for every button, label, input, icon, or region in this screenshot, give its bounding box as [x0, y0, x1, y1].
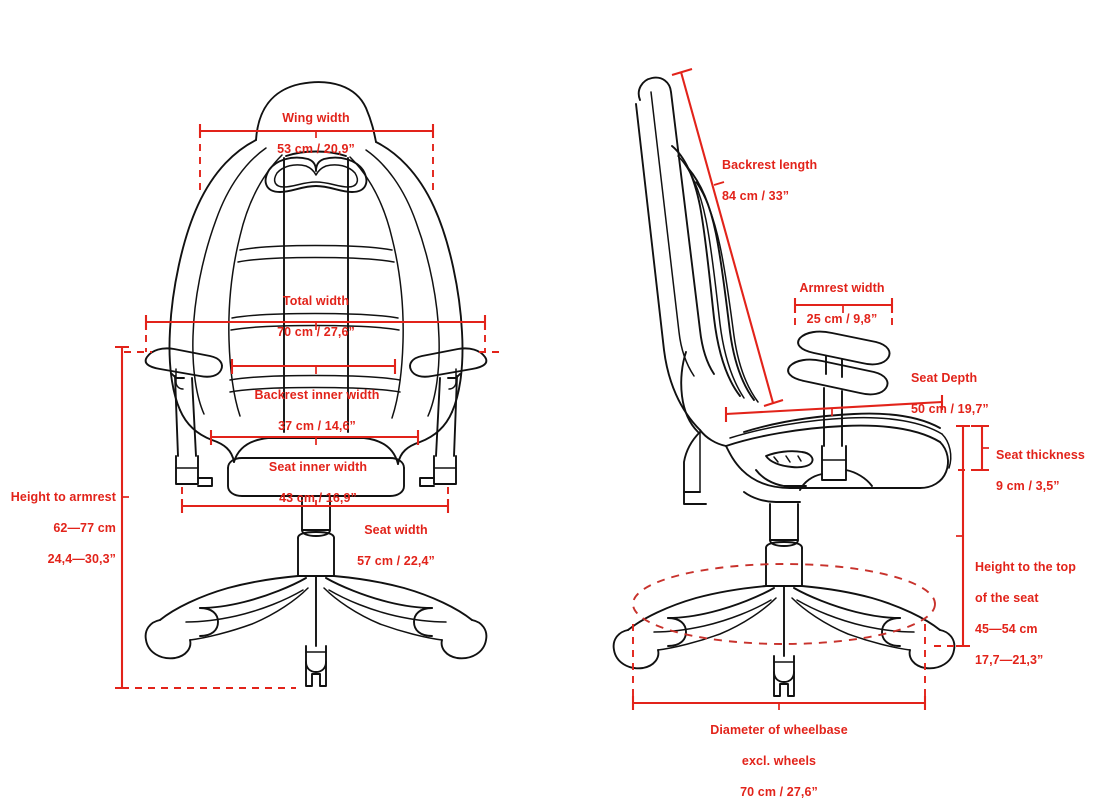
label-backrest-inner-width: Backrest inner width 37 cm / 14,6” — [254, 387, 380, 433]
dim-height-to-top-of-seat — [934, 424, 970, 648]
dim-wheelbase — [631, 563, 936, 710]
label-height-to-armrest: Height to armrest 62—77 cm 24,4—30,3” — [10, 489, 116, 566]
dim-backrest-length — [671, 67, 784, 408]
label-seat-inner-width: Seat inner width 43 cm / 16,9” — [268, 459, 368, 505]
label-armrest-width: Armrest width 25 cm / 9,8” — [799, 280, 885, 326]
dim-height-to-armrest — [115, 345, 296, 690]
dim-seat-width — [180, 487, 450, 513]
dimension-lines-side-view — [631, 67, 989, 710]
label-wheelbase: Diameter of wheelbase excl. wheels 70 cm… — [710, 722, 848, 799]
label-total-width: Total width 70 cm / 27,6” — [277, 293, 355, 339]
side-view-chair — [612, 76, 956, 697]
dim-seat-depth — [724, 395, 944, 422]
dim-backrest-inner-width — [230, 359, 397, 374]
label-seat-thickness: Seat thickness 9 cm / 3,5” — [996, 447, 1085, 493]
label-height-to-top-of-seat: Height to the top of the seat 45—54 cm 1… — [975, 559, 1076, 667]
label-backrest-length: Backrest length 84 cm / 33” — [722, 157, 818, 203]
dim-seat-inner-width — [209, 430, 420, 445]
label-seat-depth: Seat Depth 50 cm / 19,7” — [911, 370, 989, 416]
dimension-lines-front-view — [115, 124, 500, 690]
label-seat-width: Seat width 57 cm / 22,4” — [357, 522, 435, 568]
dim-wing-width — [198, 124, 435, 195]
dim-total-width — [124, 315, 500, 353]
label-wing-width: Wing width 53 cm / 20,9” — [277, 110, 355, 156]
dim-armrest-width — [793, 298, 894, 330]
front-view-chair — [144, 81, 488, 687]
